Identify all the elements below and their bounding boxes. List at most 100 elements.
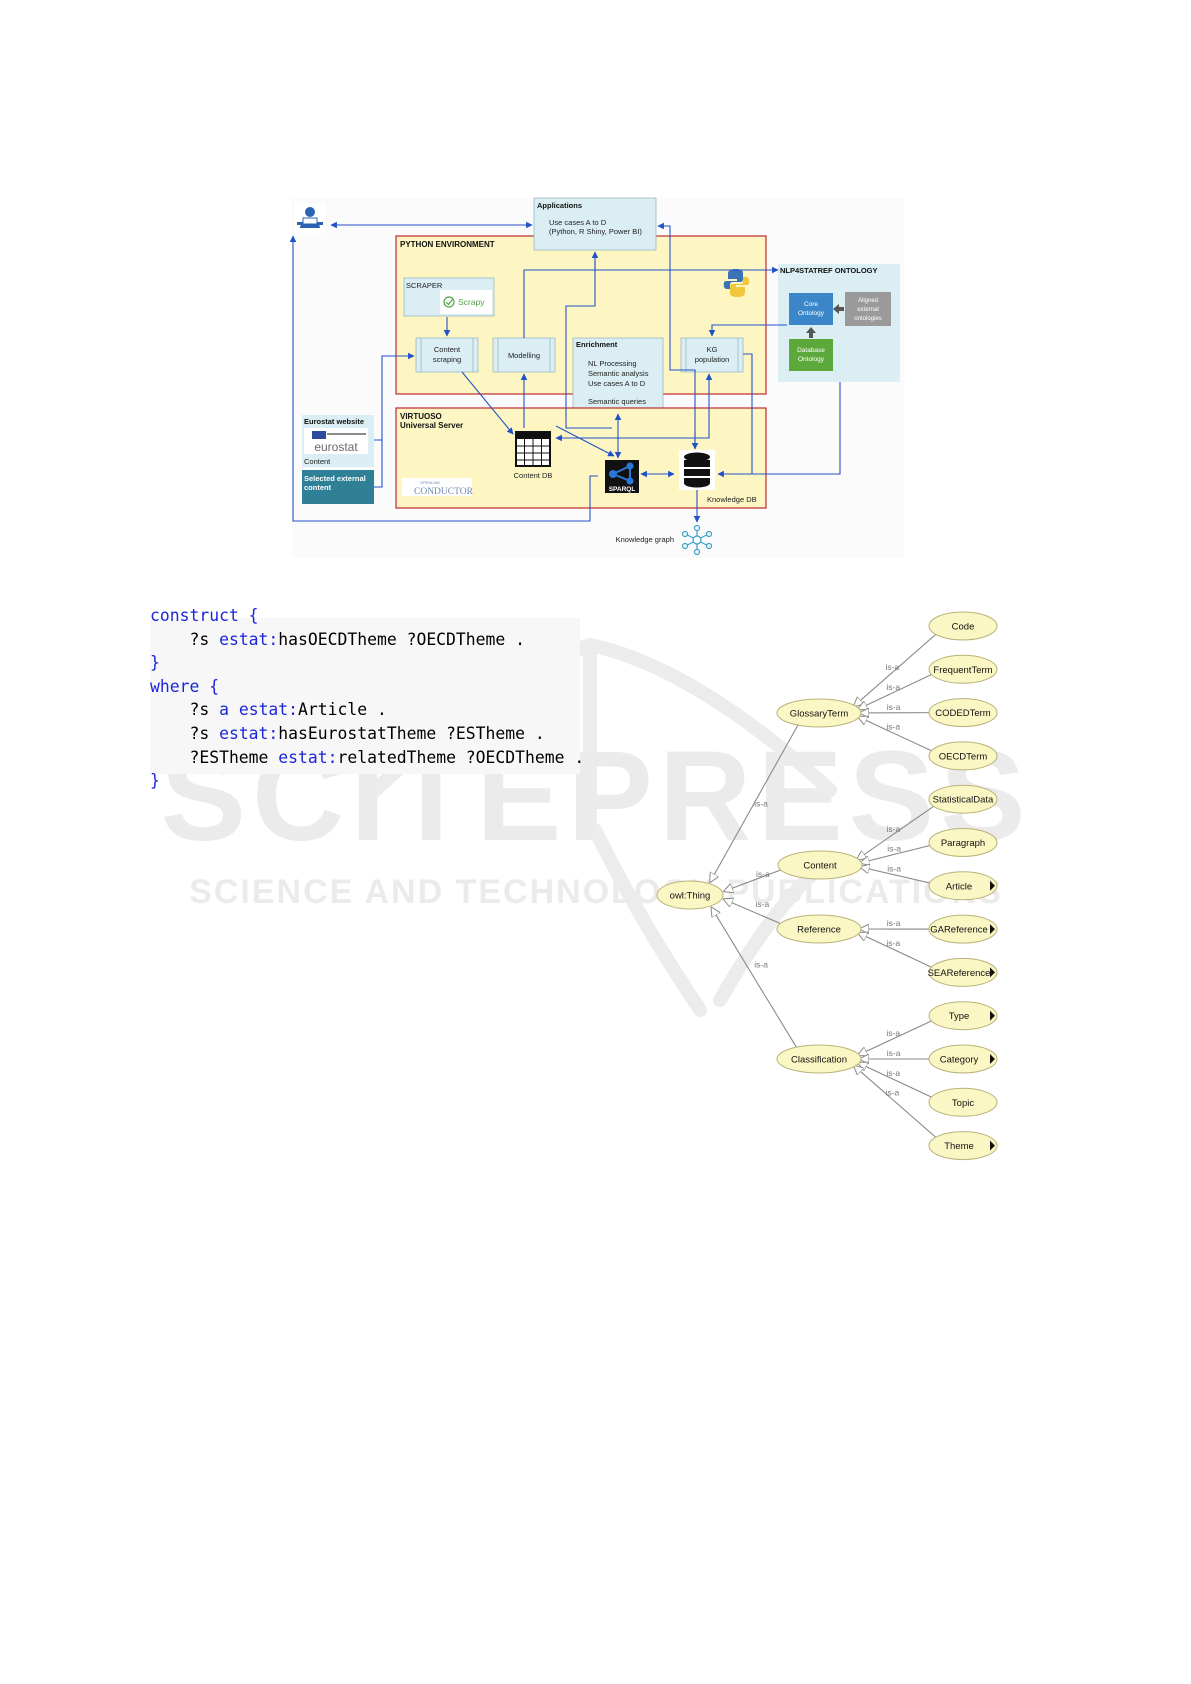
query-token: ?s	[150, 700, 220, 720]
class-node-label: Classification	[791, 1055, 847, 1066]
class-node-ellipse	[776, 1044, 862, 1074]
is-a-label: is-a	[886, 1088, 900, 1098]
class-node-theme[interactable]: Theme	[928, 1131, 998, 1161]
class-node-topic[interactable]: Topic	[928, 1087, 998, 1117]
expand-triangle-icon[interactable]	[990, 967, 995, 978]
arrow-sparql-content-db	[555, 425, 615, 457]
class-node-label: StatisticalData	[933, 795, 994, 806]
content-scraping-box	[415, 337, 479, 373]
class-node-type[interactable]: Type	[928, 1001, 998, 1031]
query-line: ?s estat:hasOECDTheme ?OECDTheme .	[150, 628, 584, 652]
selected-external-label-1: Selected external	[304, 474, 366, 483]
class-node-content[interactable]: Content	[777, 850, 863, 880]
query-token: estat:	[219, 629, 279, 649]
query-token: }	[150, 653, 160, 673]
is-a-label: is-a	[886, 938, 900, 948]
is-a-edge	[857, 932, 936, 970]
class-node-label: Type	[949, 1011, 970, 1022]
aligned-ontologies-box	[845, 292, 891, 326]
class-node-ellipse	[776, 914, 862, 944]
content-db-label: Content DB	[514, 471, 553, 480]
class-node-frequentterm[interactable]: FrequentTerm	[928, 654, 998, 684]
query-token: Article .	[298, 700, 387, 720]
expand-triangle-icon[interactable]	[990, 880, 995, 891]
is-a-edge	[853, 631, 939, 707]
is-a-label: is-a	[887, 1048, 901, 1058]
is-a-label: is-a	[887, 864, 901, 874]
python-environment-title: PYTHON ENVIRONMENT	[400, 240, 495, 249]
is-a-label: is-a	[886, 1028, 900, 1038]
class-node-ellipse	[928, 654, 998, 684]
query-token: estat:	[238, 700, 299, 720]
is-a-edge	[857, 672, 936, 710]
expand-triangle-icon[interactable]	[990, 1054, 995, 1064]
class-node-reference[interactable]: Reference	[776, 914, 862, 944]
architecture-diagram: PYTHON ENVIRONMENT SCRAPER Scrapy Conten…	[289, 197, 904, 558]
class-node-ellipse	[777, 850, 863, 880]
applications-line-1: Use cases A to D	[549, 218, 607, 227]
class-node-ellipse	[928, 914, 998, 944]
expand-triangle-icon[interactable]	[990, 1010, 995, 1021]
is-a-label: is-a	[754, 798, 768, 808]
content-scraping-label-2: scraping	[433, 355, 461, 364]
ontology-panel-title: NLP4STATREF ONTOLOGY	[780, 266, 878, 275]
selected-external-content-box	[302, 470, 374, 504]
applications-title: Applications	[537, 201, 582, 210]
applications-line-2: (Python, R Shiny, Power BI)	[549, 227, 642, 236]
scrapy-badge	[440, 290, 492, 314]
class-node-ellipse	[928, 828, 998, 857]
is-a-label: is-a	[886, 722, 900, 732]
class-node-oecdterm[interactable]: OECDTerm	[928, 741, 998, 771]
knowledge-db-label: Knowledge DB	[707, 495, 757, 504]
is-a-edge	[723, 867, 788, 892]
class-node-paragraph[interactable]: Paragraph	[928, 828, 998, 857]
class-node-ellipse	[928, 741, 998, 771]
class-node-statisticaldata[interactable]: StatisticalData	[928, 784, 998, 814]
class-node-seareference[interactable]: SEAReference	[928, 957, 998, 987]
class-node-label: GAReference	[930, 925, 988, 936]
class-node-label: OECDTerm	[939, 751, 988, 762]
is-a-edge	[853, 1065, 939, 1140]
kg-population-label-2: population	[695, 355, 730, 364]
database-ontology-label-1: Database	[797, 347, 825, 354]
is-a-label: is-a	[887, 824, 901, 834]
class-node-owl-thing[interactable]: owl:Thing	[656, 880, 724, 910]
core-ontology-label-2: Ontology	[798, 310, 825, 317]
class-node-category[interactable]: Category	[928, 1044, 998, 1074]
is-a-edge	[857, 716, 936, 754]
class-node-ellipse	[928, 1087, 998, 1117]
database-ontology-label-2: Ontology	[798, 356, 825, 363]
modelling-box	[492, 337, 556, 373]
arrow-eurostat-content-scraping	[374, 352, 415, 441]
expand-triangle-icon[interactable]	[990, 924, 995, 935]
is-a-edge	[710, 721, 801, 883]
query-code-background	[150, 618, 580, 774]
query-line: ?ESTheme estat:relatedTheme ?OECDTheme .	[150, 746, 584, 770]
is-a-edge	[857, 1018, 936, 1055]
arrow-knowledge-db-applications	[657, 222, 696, 447]
is-a-label: is-a	[886, 682, 900, 692]
query-token: ?s	[150, 723, 220, 743]
class-node-code[interactable]: Code	[928, 611, 998, 641]
knowledge-graph-label: Knowledge graph	[616, 535, 674, 544]
arrow-scraping-content-db	[461, 371, 514, 435]
class-node-article[interactable]: Article	[928, 871, 998, 901]
expand-triangle-icon[interactable]	[990, 1140, 995, 1151]
eurostat-website-title: Eurostat website	[304, 417, 364, 426]
class-node-codedterm[interactable]: CODEDTerm	[928, 698, 998, 728]
class-node-label: Content	[803, 861, 837, 872]
database-ontology-box	[789, 339, 833, 371]
class-node-label: Theme	[944, 1141, 974, 1152]
class-node-ellipse	[928, 784, 998, 814]
is-a-label: is-a	[887, 702, 901, 712]
class-node-gareference[interactable]: GAReference	[928, 914, 998, 944]
class-node-glossaryterm[interactable]: GlossaryTerm	[776, 698, 862, 728]
is-a-label: is-a	[886, 1068, 900, 1078]
class-node-ellipse	[776, 698, 862, 728]
query-token: a	[219, 700, 239, 720]
knowledge-graph-icon	[681, 524, 713, 556]
class-node-classification[interactable]: Classification	[776, 1044, 862, 1074]
query-line: construct {	[150, 604, 584, 628]
query-token: construct {	[150, 606, 259, 625]
